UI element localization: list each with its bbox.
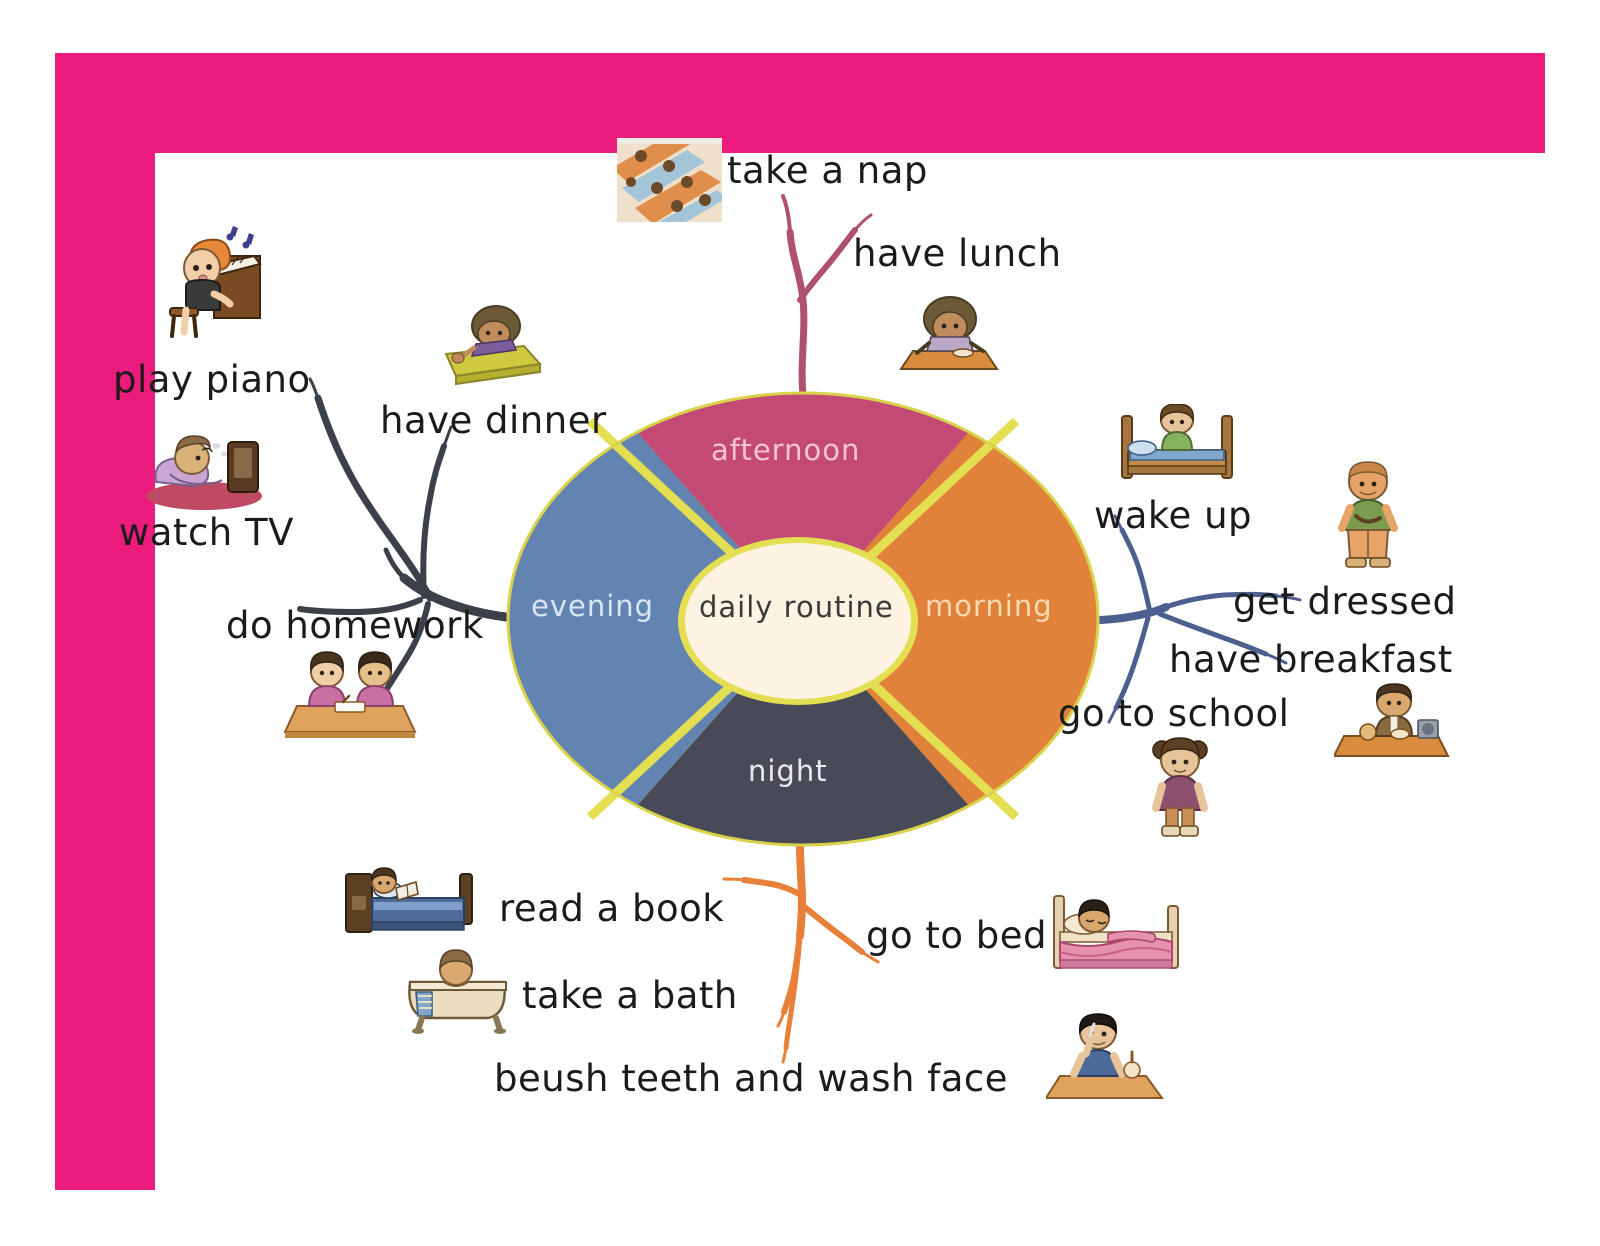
child-eating-breakfast-icon bbox=[1334, 680, 1450, 764]
child-eating-lunch-icon bbox=[893, 285, 1003, 375]
children-doing-homework-icon bbox=[283, 640, 417, 740]
label-take-a-nap: take a nap bbox=[727, 149, 928, 192]
child-brushing-teeth-icon bbox=[1046, 1012, 1166, 1104]
wheel-center-label: daily routine bbox=[699, 590, 894, 624]
label-go-to-school: go to school bbox=[1058, 692, 1290, 735]
nap-mat-photo-icon bbox=[617, 138, 722, 222]
wheel-label-morning: morning bbox=[925, 589, 1053, 623]
child-getting-dressed-icon bbox=[1330, 460, 1406, 570]
label-go-to-bed: go to bed bbox=[866, 914, 1048, 957]
label-take-a-bath: take a bath bbox=[522, 974, 738, 1017]
label-watch-tv: watch TV bbox=[119, 511, 294, 554]
label-get-dressed: get dressed bbox=[1233, 580, 1457, 623]
label-do-homework: do homework bbox=[226, 604, 484, 647]
child-playing-piano-icon bbox=[152, 222, 274, 344]
girl-with-backpack-icon bbox=[1140, 730, 1220, 840]
child-in-bathtub-icon bbox=[398, 948, 518, 1034]
wheel-label-evening: evening bbox=[531, 589, 655, 623]
label-read-a-book: read a book bbox=[499, 887, 725, 930]
label-play-piano: play piano bbox=[113, 358, 311, 401]
label-have-lunch: have lunch bbox=[853, 232, 1062, 275]
child-sleeping-in-bed-icon bbox=[1050, 890, 1182, 976]
child-reading-in-bed-icon bbox=[340, 852, 480, 938]
child-waking-in-bed-icon bbox=[1114, 404, 1240, 490]
label-brush-teeth-and-wash-face: beush teeth and wash face bbox=[494, 1057, 1009, 1100]
child-eating-dinner-icon bbox=[428, 300, 544, 390]
label-wake-up: wake up bbox=[1094, 494, 1253, 537]
wheel-label-afternoon: afternoon bbox=[711, 433, 861, 467]
wheel-label-night: night bbox=[748, 754, 828, 788]
label-have-breakfast: have breakfast bbox=[1169, 638, 1453, 681]
child-watching-tv-icon bbox=[140, 420, 268, 512]
label-have-dinner: have dinner bbox=[380, 399, 607, 442]
